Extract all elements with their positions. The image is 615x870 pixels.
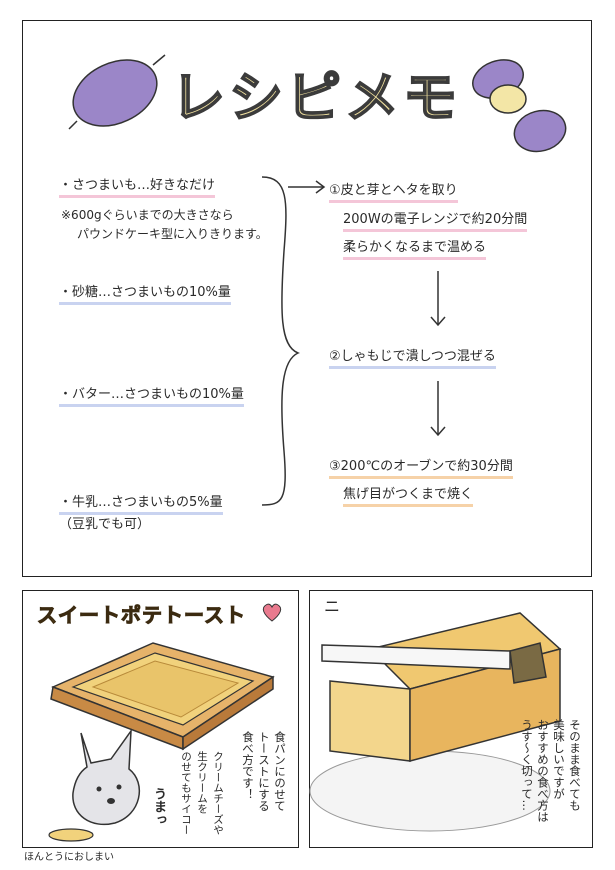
step-1-line-3: 柔らかくなるまで温める (343, 240, 487, 260)
fox-character-illustration (48, 728, 141, 842)
step-2: ②しゃもじで潰しつつ混ぜる (329, 349, 496, 369)
brace-connector (261, 176, 326, 506)
toast-panel-title: スイートポテトースト (37, 603, 246, 628)
cake-speech-col-3: おすすめの食べ方は (536, 719, 550, 823)
toast-speech-2-col-1: クリームチーズや (212, 751, 224, 835)
step-1-line-1: ①皮と芽とヘタを取り (329, 183, 458, 203)
down-arrow-2 (430, 381, 446, 437)
step-3-line-2: 焦げ目がつくまで焼く (343, 487, 474, 507)
ingredient-milk-note: （豆乳でも可） (59, 517, 151, 532)
ingredient-sweet-potato: ・さつまいも…好きなだけ (59, 178, 216, 198)
sweet-potato-illustration-right (472, 59, 567, 153)
ingredient-butter: ・バター…さつまいもの10%量 (59, 387, 244, 407)
toast-speech-2-col-3: のせてもサイコー (180, 751, 192, 835)
heart-icon (262, 603, 282, 622)
ingredient-note-2: パウンドケーキ型に入りきります。 (77, 227, 268, 241)
cake-speech-col-2: 美味しいですが (552, 719, 566, 800)
cake-illustration (309, 612, 562, 832)
footer-text: ほんとうにおしまい (24, 852, 114, 863)
toast-speech-1-col-3: 食べ方です！ (241, 731, 255, 800)
toast-sfx: うまっ (151, 787, 166, 826)
step-1-line-2: 200Wの電子レンジで約20分間 (343, 212, 528, 232)
toast-speech-2-col-2: 生クリームを (196, 751, 208, 814)
toast-speech-1-col-2: トーストにする (257, 731, 271, 812)
step-3-line-1: ③200℃のオーブンで約30分間 (329, 459, 513, 479)
down-arrow-1 (430, 271, 446, 327)
ingredient-milk: ・牛乳…さつまいもの5%量 (59, 495, 223, 515)
toast-panel: スイートポテトースト 食パンにのせて トーストにする 食べ方です！ クリームチー… (22, 590, 299, 848)
cake-speech-col-4: うす〜く切って… (520, 719, 534, 811)
ingredient-sugar: ・砂糖…さつまいもの10%量 (59, 285, 231, 305)
cake-sfx: ニ (324, 597, 341, 616)
toast-speech-1-col-1: 食パンにのせて (273, 731, 287, 812)
toast-illustration (50, 642, 275, 751)
cake-speech-col-1: そのまま食べても (568, 719, 582, 811)
recipe-title: レシピメモ (170, 65, 461, 130)
recipe-panel: レシピメモ ・さつまいも…好きなだけ ※600gぐらいまでの大きさなら パウンド… (22, 20, 592, 577)
ingredient-note-1: ※600gぐらいまでの大きさなら (61, 208, 234, 222)
sweet-potato-illustration-left (68, 54, 166, 130)
cake-panel: ニ そのまま食べても 美味しいですが おすすめの食べ方は うす〜く切って… (309, 590, 593, 848)
